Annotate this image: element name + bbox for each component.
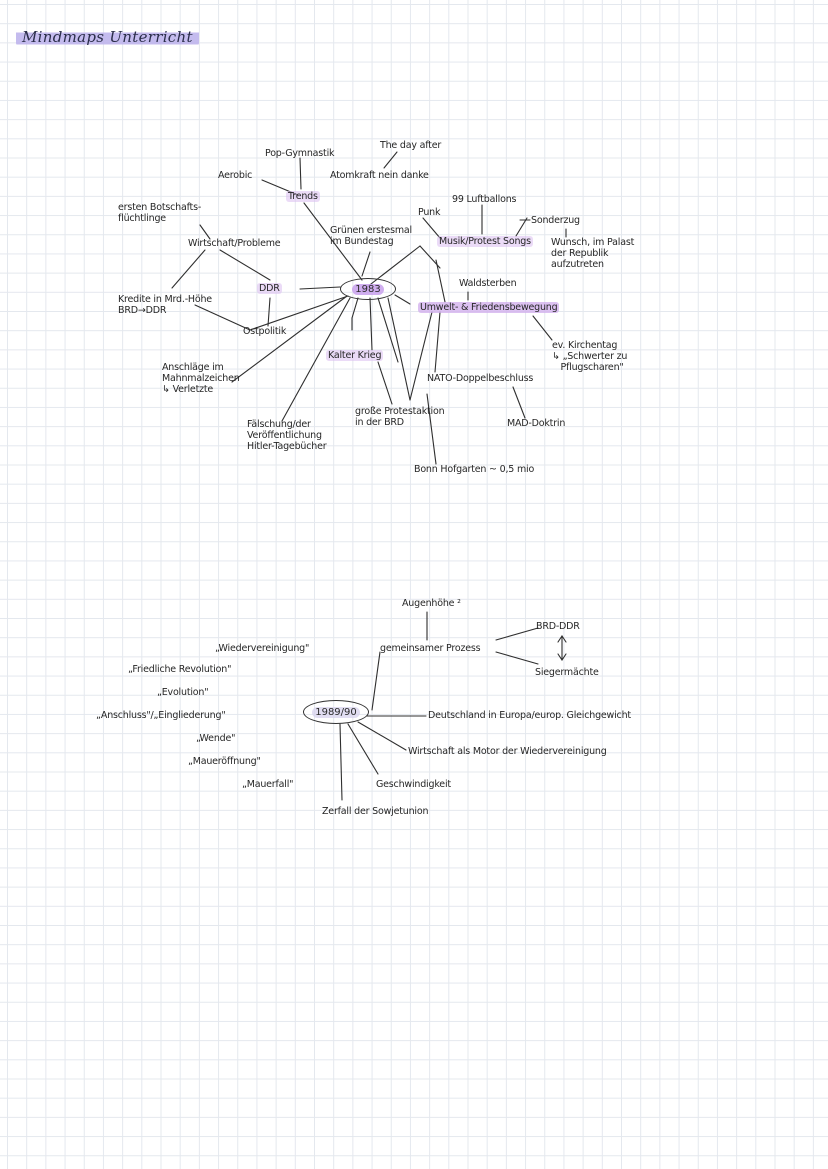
connector-line (394, 294, 411, 305)
node-wunsch: Wunsch, im Palast der Republik aufzutret… (551, 237, 635, 270)
node-kalter-krieg: Kalter Krieg (326, 350, 384, 361)
node-trends: Trends (286, 191, 320, 202)
connector-line (426, 393, 437, 465)
connector-line (351, 297, 359, 319)
node-mauerfall: „Mauerfall" (242, 779, 294, 790)
node-waldsterben: Waldsterben (459, 278, 517, 289)
hub-1983: 1983 (340, 278, 396, 300)
arrowhead (557, 653, 567, 661)
connector-line (303, 202, 363, 281)
connector-line (495, 627, 539, 641)
node-kredite: Kredite in Mrd.-Höhe BRD→DDR (118, 294, 212, 316)
node-geschwindigkeit: Geschwindigkeit (376, 779, 451, 790)
connector-line (515, 217, 528, 237)
node-deutschland: Deutschland in Europa/europ. Gleichgewic… (428, 710, 631, 721)
connector-line (299, 286, 341, 290)
node-pop-gymnastik: Pop-Gymnastik (265, 148, 335, 159)
connector-line (267, 297, 271, 327)
node-brd-ddr: BRD-DDR (536, 621, 580, 632)
node-botschafts: ersten Botschafts- flüchtlinge (118, 202, 202, 224)
connector-line (347, 723, 379, 775)
node-augenhoehe: Augenhöhe ² (402, 598, 461, 609)
node-wirtschaft-motor: Wirtschaft als Motor der Wiedervereinigu… (408, 746, 607, 757)
connector-line (377, 361, 393, 405)
hub-1989-90-label: 1989/90 (312, 706, 360, 718)
node-punk: Punk (418, 207, 441, 218)
node-protestaktion: große Protestaktion in der BRD (355, 406, 445, 428)
node-wende: „Wende" (196, 733, 236, 744)
connector-line (357, 721, 407, 751)
node-atomkraft: Atomkraft nein danke (330, 170, 429, 181)
connector-line (299, 157, 302, 190)
node-evolution: „Evolution" (157, 687, 209, 698)
node-maueroeffnung: „Maueröffnung" (188, 756, 261, 767)
node-bonn: Bonn Hofgarten ~ 0,5 mio (414, 464, 535, 475)
connector-line (194, 304, 251, 331)
connector-line (371, 651, 381, 711)
node-friedliche: „Friedliche Revolution" (128, 664, 232, 675)
connector-line (387, 297, 411, 401)
node-nato: NATO-Doppelbeschluss (427, 373, 534, 384)
connector-line (495, 651, 539, 665)
node-musik: Musik/Protest Songs (437, 236, 533, 247)
connector-line (377, 297, 399, 363)
connector-line (409, 311, 433, 401)
connector-line (422, 217, 441, 239)
node-anschluss: „Anschluss"/„Eingliederung" (96, 710, 226, 721)
node-prozess: gemeinsamer Prozess (380, 643, 481, 654)
connector-line (434, 311, 441, 373)
connector-line (435, 259, 446, 303)
node-aerobic: Aerobic (218, 170, 253, 181)
connector-line (231, 295, 348, 383)
node-zerfall: Zerfall der Sowjetunion (322, 806, 429, 817)
node-mad: MAD-Doktrin (507, 418, 566, 429)
connector-line (361, 251, 371, 277)
connector-line (249, 295, 349, 331)
hub-1983-label: 1983 (352, 283, 384, 295)
node-wirtschaft: Wirtschaft/Probleme (188, 238, 281, 249)
node-umwelt: Umwelt- & Friedensbewegung (418, 302, 560, 313)
node-anschlaege: Anschläge im Mahnmalzeichen ↳ Verletzte (162, 362, 240, 395)
node-kirchentag: ev. Kirchentag ↳ „Schwerter zu Pflugscha… (552, 340, 628, 373)
connector-line (171, 249, 206, 289)
connector-line (512, 386, 526, 419)
connector-line (383, 151, 398, 169)
page-title: Mindmaps Unterricht (16, 28, 199, 46)
arrowhead (557, 635, 567, 643)
node-ddr: DDR (257, 283, 282, 294)
node-siegermaechte: Siegermächte (535, 667, 599, 678)
node-ostpolitik: Ostpolitik (243, 326, 287, 337)
connector-line (281, 297, 351, 422)
node-sonderzug: Sonderzug (531, 215, 580, 226)
hub-1989-90: 1989/90 (303, 700, 369, 724)
node-wiedervereinigung: „Wiedervereinigung" (215, 643, 310, 654)
node-the-day-after: The day after (380, 140, 442, 151)
node-luftballons: 99 Luftballons (452, 194, 517, 205)
connector-line (339, 723, 343, 801)
connector-line (199, 224, 211, 240)
connector-line (369, 297, 373, 351)
node-gruenen: Grünen erstesmal im Bundestag (330, 225, 412, 247)
node-faelschung: Fälschung/der Veröffentlichung Hitler-Ta… (247, 419, 327, 452)
connector-line (532, 315, 553, 341)
connector-line (219, 249, 271, 281)
